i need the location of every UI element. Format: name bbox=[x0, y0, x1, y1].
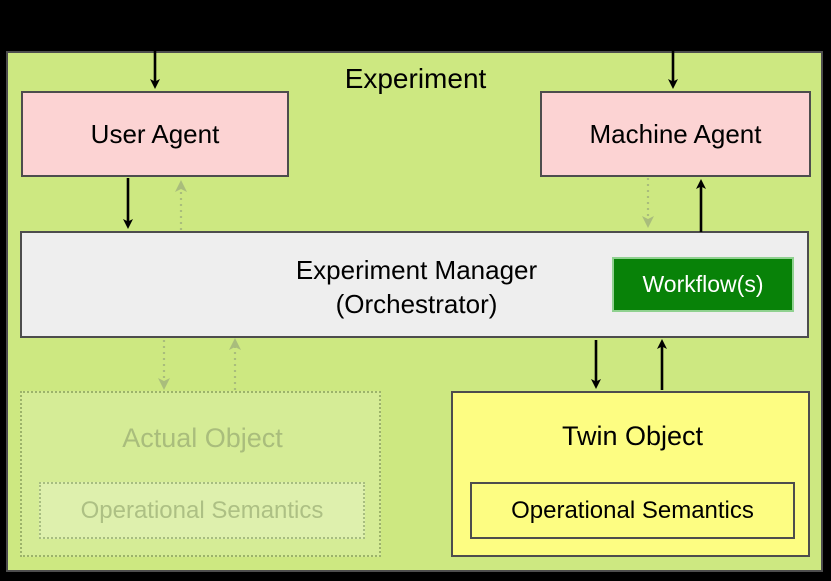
experiment-manager-label-line1: Experiment Manager bbox=[295, 254, 538, 285]
actual-object-operational-semantics-node: Operational Semantics bbox=[39, 482, 365, 539]
experiment-title: Experiment bbox=[344, 63, 487, 94]
actual-object-operational-semantics-label: Operational Semantics bbox=[80, 496, 324, 524]
machine-agent-label: Machine Agent bbox=[589, 118, 762, 149]
twin-object-operational-semantics-node[interactable]: Operational Semantics bbox=[470, 482, 795, 539]
experiment-manager-label-group: Experiment Manager (Orchestrator) bbox=[22, 233, 811, 340]
twin-object-operational-semantics-label: Operational Semantics bbox=[511, 496, 754, 524]
user-agent-node[interactable]: User Agent bbox=[21, 91, 289, 177]
experiment-manager-node[interactable]: Experiment Manager (Orchestrator) Workfl… bbox=[20, 231, 809, 338]
workflows-label: Workflow(s) bbox=[642, 271, 764, 297]
twin-object-label: Twin Object bbox=[561, 421, 704, 451]
actual-object-label: Actual Object bbox=[122, 423, 283, 453]
machine-agent-node[interactable]: Machine Agent bbox=[540, 91, 811, 177]
experiment-manager-label-line2: (Orchestrator) bbox=[335, 288, 498, 319]
twin-object-node[interactable]: Twin Object Operational Semantics bbox=[451, 391, 810, 557]
user-agent-label: User Agent bbox=[90, 118, 220, 149]
actual-object-node: Actual Object Operational Semantics bbox=[20, 391, 381, 557]
workflows-node[interactable]: Workflow(s) bbox=[612, 257, 794, 312]
